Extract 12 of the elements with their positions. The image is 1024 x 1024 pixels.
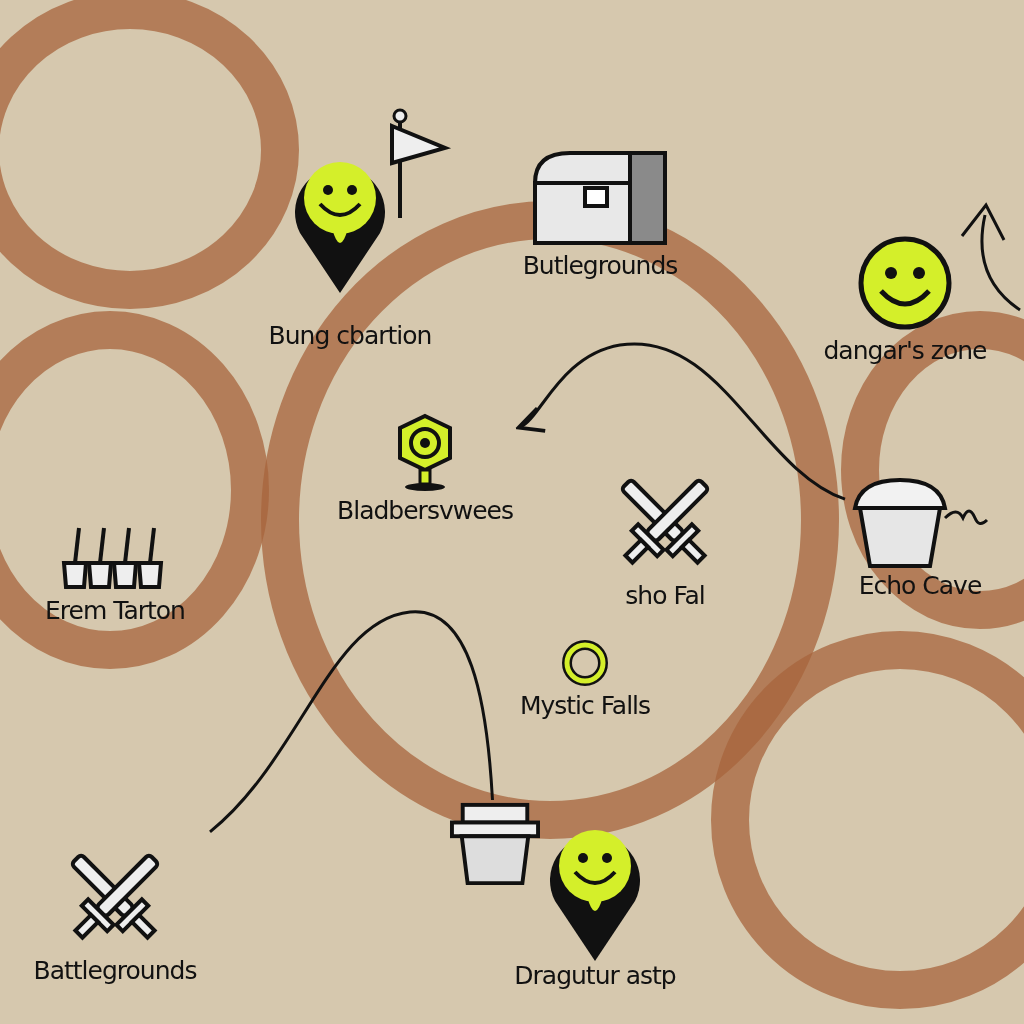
place-label: Bladbersvwees [337,496,513,525]
place-label: Butlegrounds [522,251,678,280]
place-label: sho Fal [625,581,705,610]
place-label: Echo Cave [858,571,982,600]
place-label: Dragutur astp [514,961,676,990]
curved-arrow [516,342,846,501]
trail-path [209,610,494,833]
place-label: Bung cbartion [268,321,432,350]
place-label: Mystic Falls [519,691,651,720]
place-label: Battlegrounds [33,956,197,985]
place-label: dangar's zone [823,336,987,365]
place-label: Erem Tarton [45,596,185,625]
